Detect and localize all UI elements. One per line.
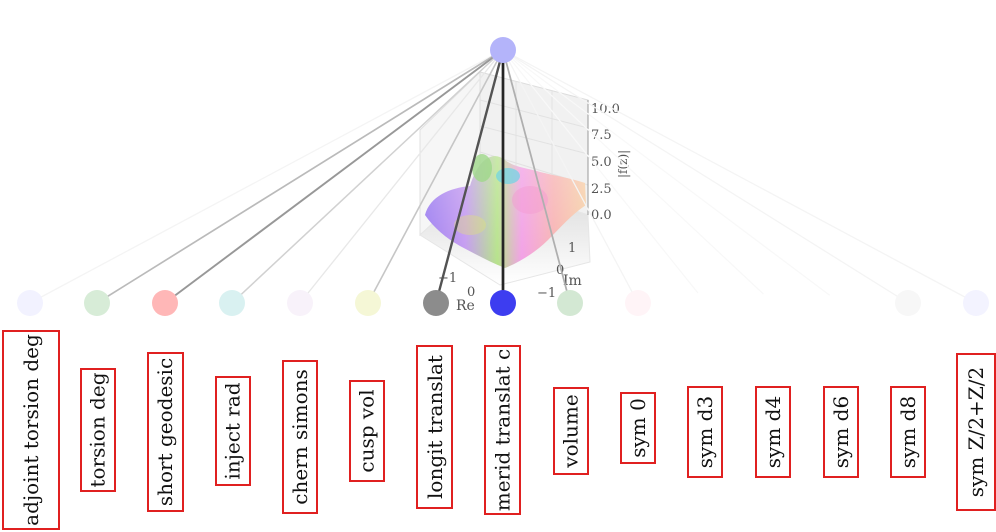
label-text: cusp vol — [355, 389, 379, 473]
edge-sym-d6 — [502, 49, 841, 304]
edge-adjoint-torsion-deg — [29, 49, 504, 304]
edge-inject-rad — [231, 49, 504, 304]
root-node — [490, 37, 516, 63]
im-tick-neg1: −1 — [537, 286, 556, 301]
label-text: sym d8 — [896, 395, 921, 469]
node-inject-rad — [219, 290, 245, 316]
node-cusp-vol — [355, 290, 381, 316]
label-box-short-geodesic: short geodesic — [147, 352, 184, 512]
edge-cusp-vol — [367, 49, 504, 304]
node-merid-translat-c — [490, 290, 516, 316]
surface-plot: 10.0 7.5 5.0 2.5 0.0 |f(z)| −1 0 Re 1 0 … — [419, 70, 630, 314]
node-adjoint-torsion-deg — [17, 290, 43, 316]
label-box-sym-d6: sym d6 — [823, 386, 859, 478]
im-tick-0: 0 — [556, 263, 564, 278]
label-text: inject rad — [221, 382, 246, 480]
edge-torsion-deg — [96, 49, 504, 304]
node-sym-d4 — [760, 290, 786, 316]
label-text: longit translat — [422, 355, 447, 499]
z-tick-7.5: 7.5 — [591, 128, 612, 143]
label-text: sym Z/2+Z/2 — [964, 366, 988, 498]
z-tick-10: 10.0 — [591, 102, 620, 117]
im-axis-label: Im — [563, 273, 582, 289]
edge-sym-0 — [502, 49, 639, 304]
label-text: chern simons — [288, 369, 312, 505]
z-tick-5: 5.0 — [591, 155, 612, 170]
node-chern-simons — [287, 290, 313, 316]
z-axis-label: |f(z)| — [616, 150, 630, 178]
node-sym-d3 — [693, 290, 719, 316]
label-box-torsion-deg: torsion deg — [80, 368, 116, 492]
label-box-sym-z-2-z-2: sym Z/2+Z/2 — [956, 353, 996, 511]
label-text: sym d3 — [693, 395, 718, 469]
label-text: adjoint torsion deg — [19, 334, 44, 526]
label-box-sym-d4: sym d4 — [755, 386, 791, 478]
re-tick-0: 0 — [467, 285, 475, 300]
label-box-adjoint-torsion-deg: adjoint torsion deg — [2, 330, 60, 530]
label-box-sym-d8: sym d8 — [890, 386, 926, 478]
label-box-cusp-vol: cusp vol — [349, 380, 385, 482]
edge-volume — [502, 49, 571, 304]
node-torsion-deg — [84, 290, 110, 316]
edge-short-geodesic — [164, 49, 504, 304]
label-box-sym-0: sym 0 — [620, 392, 656, 464]
node-longit-translat — [423, 290, 449, 316]
label-text: sym 0 — [626, 398, 651, 458]
label-text: volume — [559, 394, 584, 468]
im-tick-1: 1 — [568, 241, 576, 256]
edge-sym-z-2-z-2 — [502, 49, 977, 304]
z-tick-0: 0.0 — [591, 208, 612, 223]
label-box-chern-simons: chern simons — [282, 360, 318, 514]
node-sym-0 — [625, 290, 651, 316]
label-box-inject-rad: inject rad — [215, 376, 251, 486]
label-text: sym d4 — [761, 395, 786, 469]
edge-longit-translat — [434, 49, 505, 304]
label-text: sym d6 — [829, 395, 854, 469]
edge-sym-d3 — [502, 49, 707, 304]
label-text: short geodesic — [153, 357, 178, 507]
edge-sym-d8 — [502, 49, 909, 304]
re-axis-label: Re — [456, 298, 475, 314]
nodes — [17, 37, 989, 316]
z-tick-2.5: 2.5 — [591, 182, 612, 197]
label-box-volume: volume — [553, 387, 589, 475]
edges — [29, 49, 977, 304]
edge-chern-simons — [299, 49, 504, 304]
node-short-geodesic — [152, 290, 178, 316]
label-box-sym-d3: sym d3 — [687, 386, 723, 478]
label-box-longit-translat: longit translat — [416, 345, 453, 509]
label-text: merid translat c — [490, 348, 515, 512]
label-box-merid-translat-c: merid translat c — [484, 345, 521, 515]
node-volume — [557, 290, 583, 316]
label-text: torsion deg — [86, 372, 110, 488]
edge-sym-d4 — [502, 49, 774, 304]
node-sym-z-2-z-2 — [963, 290, 989, 316]
node-sym-d6 — [827, 290, 853, 316]
node-sym-d8 — [895, 290, 921, 316]
